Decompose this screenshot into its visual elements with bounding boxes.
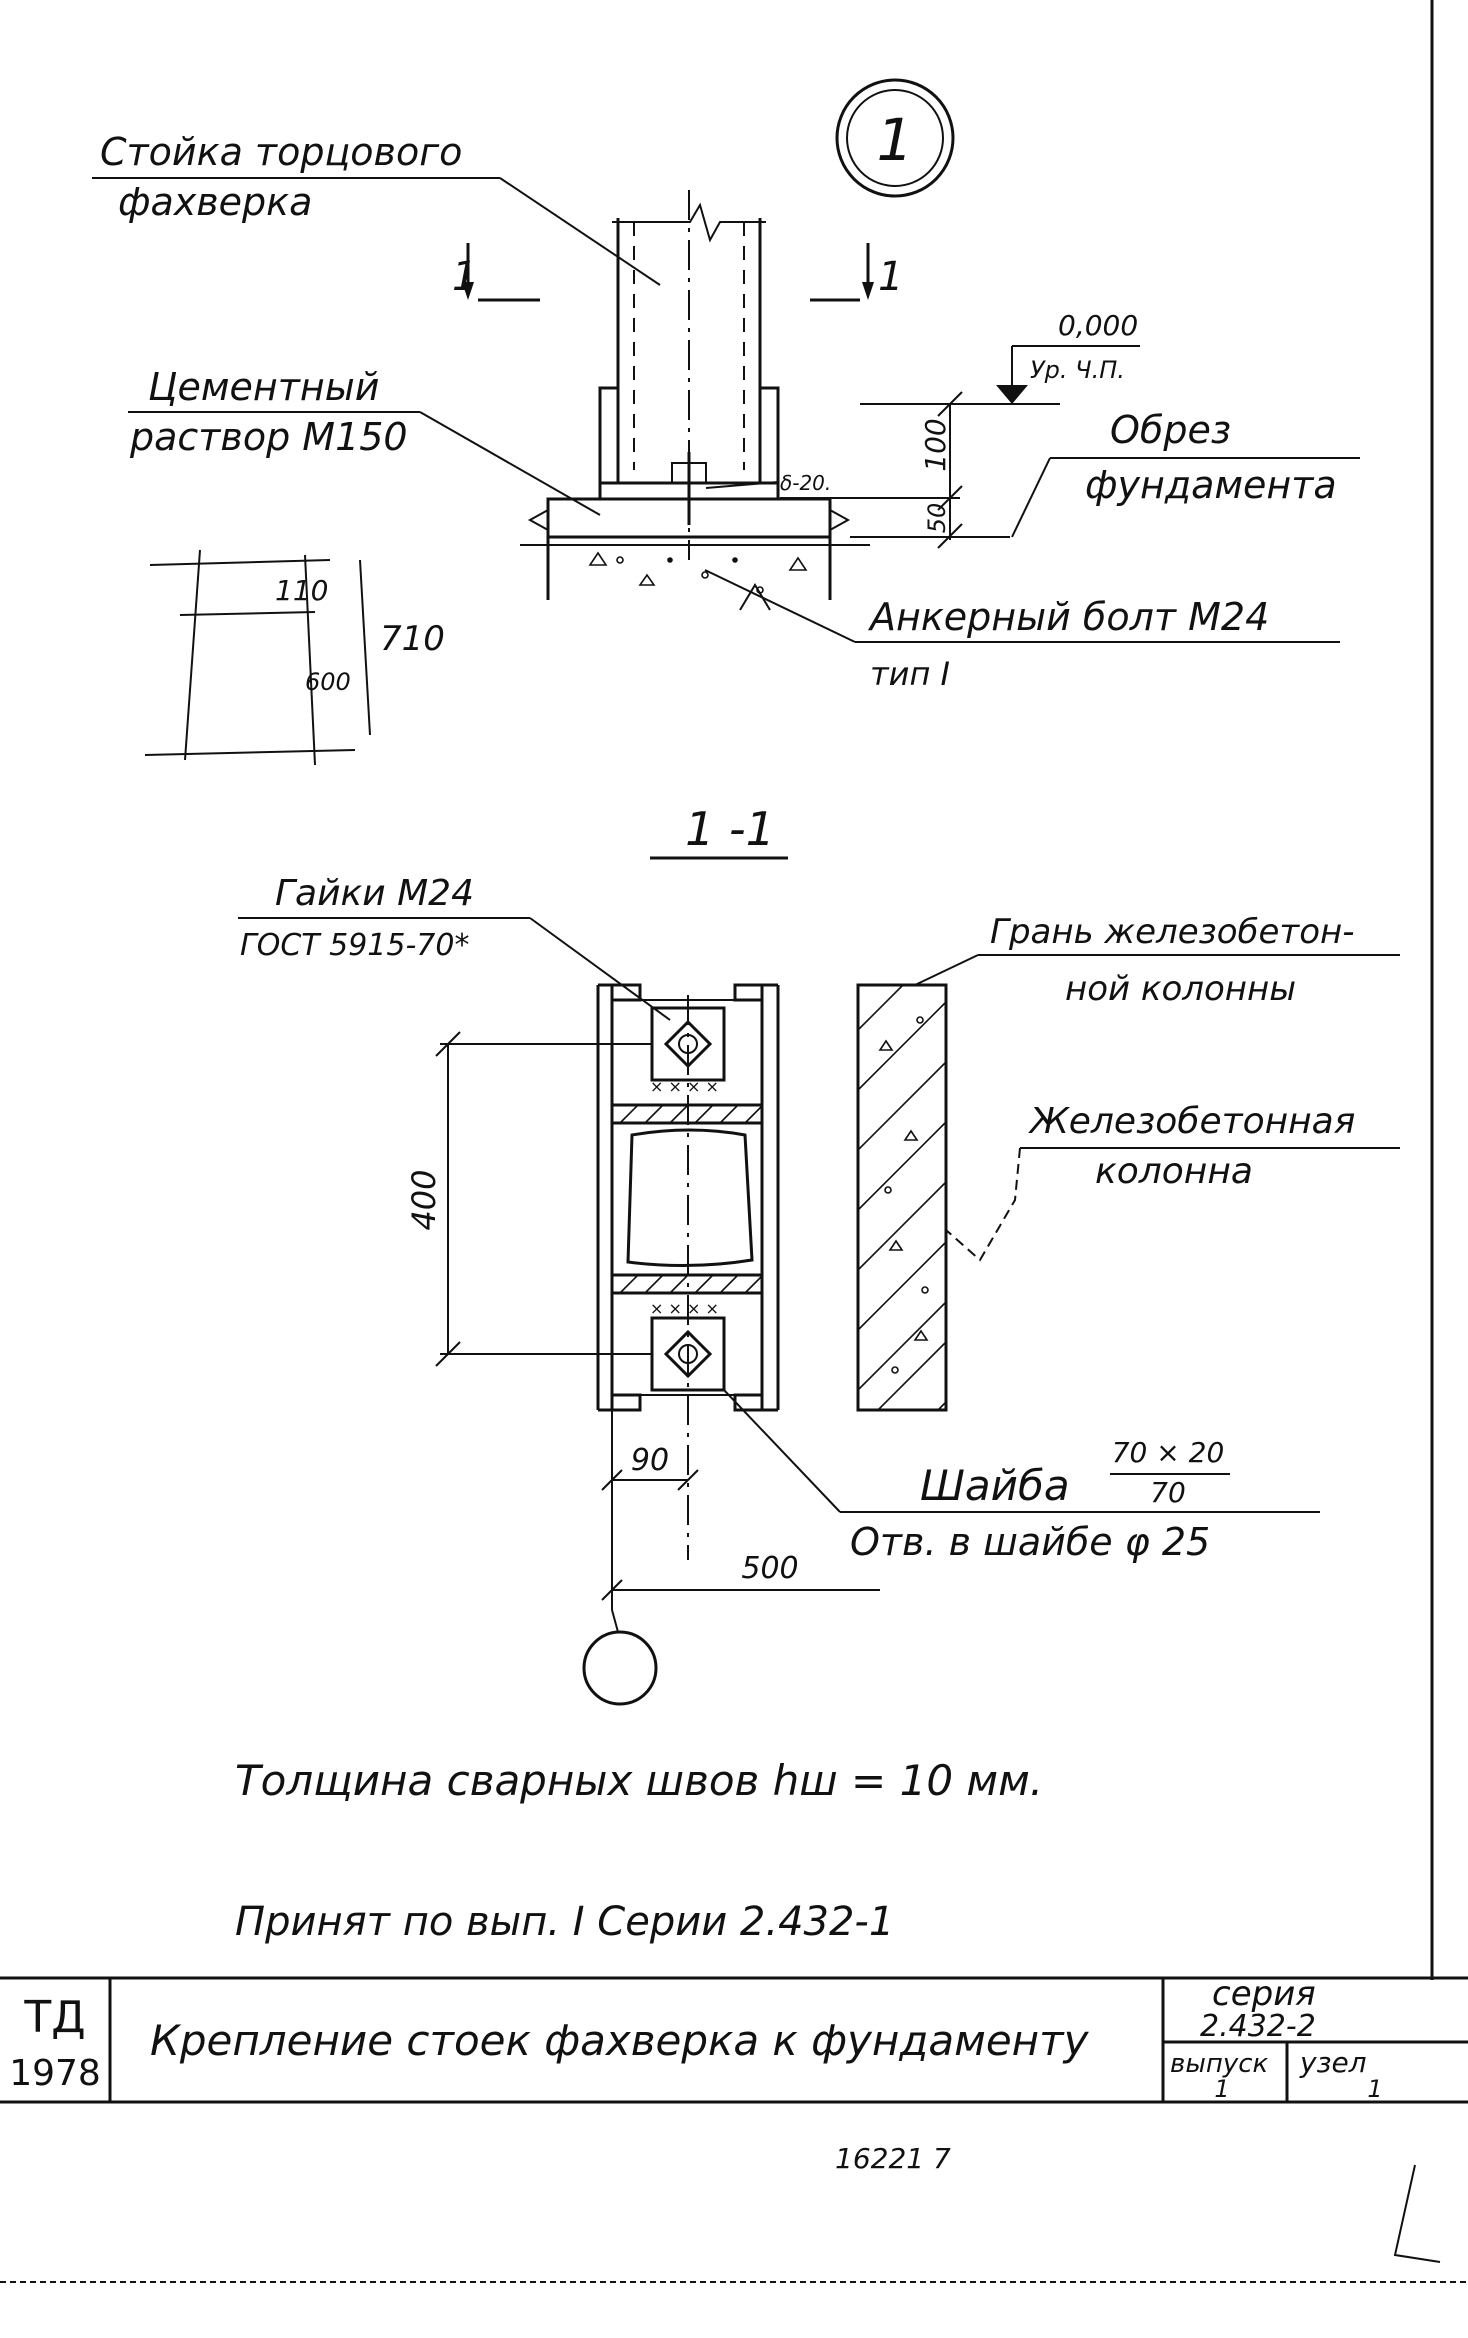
foundation-label-line2: фундамента [1085, 463, 1337, 507]
section-view: 1 -1 Гайки М24 ГОСТ 5915-70* [238, 802, 1400, 1706]
post-break-line [612, 202, 766, 243]
node-callout-outer [835, 78, 955, 198]
washer-leader-diag [723, 1389, 841, 1513]
section-title: 1 -1 [685, 802, 775, 856]
node-callout-number: 1 [877, 106, 914, 174]
org-code: ТД [23, 1992, 85, 2043]
cut-mark-right-number: 1 [878, 254, 903, 300]
grid-axis-bubble [582, 1630, 658, 1706]
foundation-label-line1: Обрез [1110, 408, 1231, 452]
dim-tick-top [937, 391, 963, 417]
anchor-label-line1: Анкерный болт М24 [867, 595, 1269, 639]
dim-90-tick-right [677, 1469, 699, 1491]
grout-layer [546, 497, 832, 539]
sketch-dim-110: 110 [275, 574, 328, 607]
svg-text:× × × ×: × × × × [650, 1077, 719, 1096]
post-leader-diag [499, 177, 661, 286]
note-weld-thickness: Толщина сварных швов hш = 10 мм. [235, 1756, 1043, 1805]
issue-value: 1 [1214, 2075, 1229, 2103]
margin-pen-mark [1393, 2164, 1441, 2263]
note-adopted-from: Принят по вып. I Серии 2.432-1 [235, 1899, 894, 1945]
plate-thickness-leader [705, 481, 779, 489]
sketch-dim-710: 710 [380, 619, 445, 659]
post-label-line1: Стойка торцового [100, 130, 462, 174]
dim-400-tick-top [435, 1031, 461, 1057]
base-plate-top-left [598, 983, 642, 1002]
rc-column-label-line2: колонна [1095, 1151, 1253, 1192]
web-plate-hatching [619, 1104, 763, 1294]
year: 1978 [9, 2053, 101, 2094]
anchor-label-line2: тип I [870, 655, 950, 693]
nuts-leader-diag [529, 917, 671, 1021]
series-value: 2.432-2 [1200, 2009, 1316, 2044]
dim-500-tick [601, 1579, 623, 1601]
cut-mark-right-arrow [862, 282, 874, 300]
dim-90-label: 90 [631, 1443, 669, 1478]
nuts-label-line1: Гайки М24 [275, 873, 474, 914]
foundation-leader-diag [1011, 457, 1051, 538]
hand-sketch: 110 600 710 [144, 549, 445, 766]
cut-mark-left-number: 1 [452, 254, 477, 300]
node-detail: 1 Стойка торцового фахверка δ-20. 1 1 Це [92, 78, 1360, 766]
issue-label: выпуск [1170, 2049, 1269, 2079]
washer-size-top: 70 × 20 [1112, 1436, 1225, 1469]
grout-break-left [527, 509, 549, 531]
base-plate-bottom-left [598, 1393, 642, 1412]
node-value: 1 [1367, 2075, 1382, 2103]
dim-90-tick-left [601, 1469, 623, 1491]
grout-label-line1: Цементный [148, 365, 379, 409]
series-label: серия [1212, 1974, 1316, 2014]
drawing-title: Крепление стоек фахверка к фундаменту [150, 2016, 1090, 2065]
base-plate-top-right [733, 983, 778, 1002]
anchor-break-symbol [739, 583, 771, 611]
grout-label-line2: раствор М150 [129, 415, 408, 459]
dim-100-label: 100 [919, 418, 952, 471]
plate-thickness-label: δ-20. [780, 471, 831, 495]
dim-400-tick-bottom [435, 1341, 461, 1367]
node-label: узел [1299, 2046, 1367, 2079]
grid-axis-leader [611, 1609, 619, 1633]
rc-column-label-line1: Железобетонная [1028, 1101, 1355, 1142]
web-cavity [626, 1128, 754, 1268]
stiffener-right [758, 386, 780, 485]
elevation-triangle [996, 385, 1028, 404]
grout-break-right [829, 509, 851, 531]
washer-label: Шайба [920, 1461, 1070, 1510]
sketch-dim-600: 600 [305, 668, 351, 696]
column-face-label-line2: ной колонны [1065, 969, 1296, 1009]
washer-hole-label: Отв. в шайбе φ 25 [850, 1520, 1210, 1564]
node-callout-inner [846, 89, 944, 187]
nuts-label-line2: ГОСТ 5915-70* [240, 928, 469, 963]
foundation-concrete-marks [588, 551, 808, 594]
rc-column-leader-diag [945, 1147, 1021, 1262]
title-block: ТД 1978 Крепление стоек фахверка к фунда… [0, 1974, 1468, 2104]
anchor-leader-diag [704, 569, 856, 643]
post-label-line2: фахверка [118, 180, 312, 224]
dim-50-label: 50 [923, 503, 951, 534]
elevation-value: 0,000 [1058, 309, 1138, 342]
dim-500-label: 500 [741, 1551, 798, 1586]
washer-size-bottom: 70 [1150, 1476, 1186, 1509]
svg-text:× × × ×: × × × × [650, 1299, 719, 1318]
cut-mark-left-arrow [462, 282, 474, 300]
dim-400-label: 400 [405, 1169, 443, 1230]
column-face-label-line1: Грань железобетон- [990, 912, 1355, 952]
elevation-ref: Ур. Ч.П. [1030, 356, 1125, 384]
rc-column-hatching [857, 984, 947, 1411]
stiffener-left [598, 386, 620, 485]
footer-sheet-number: 16221 7 [835, 2142, 951, 2175]
column-face-leader-diag [914, 954, 979, 986]
